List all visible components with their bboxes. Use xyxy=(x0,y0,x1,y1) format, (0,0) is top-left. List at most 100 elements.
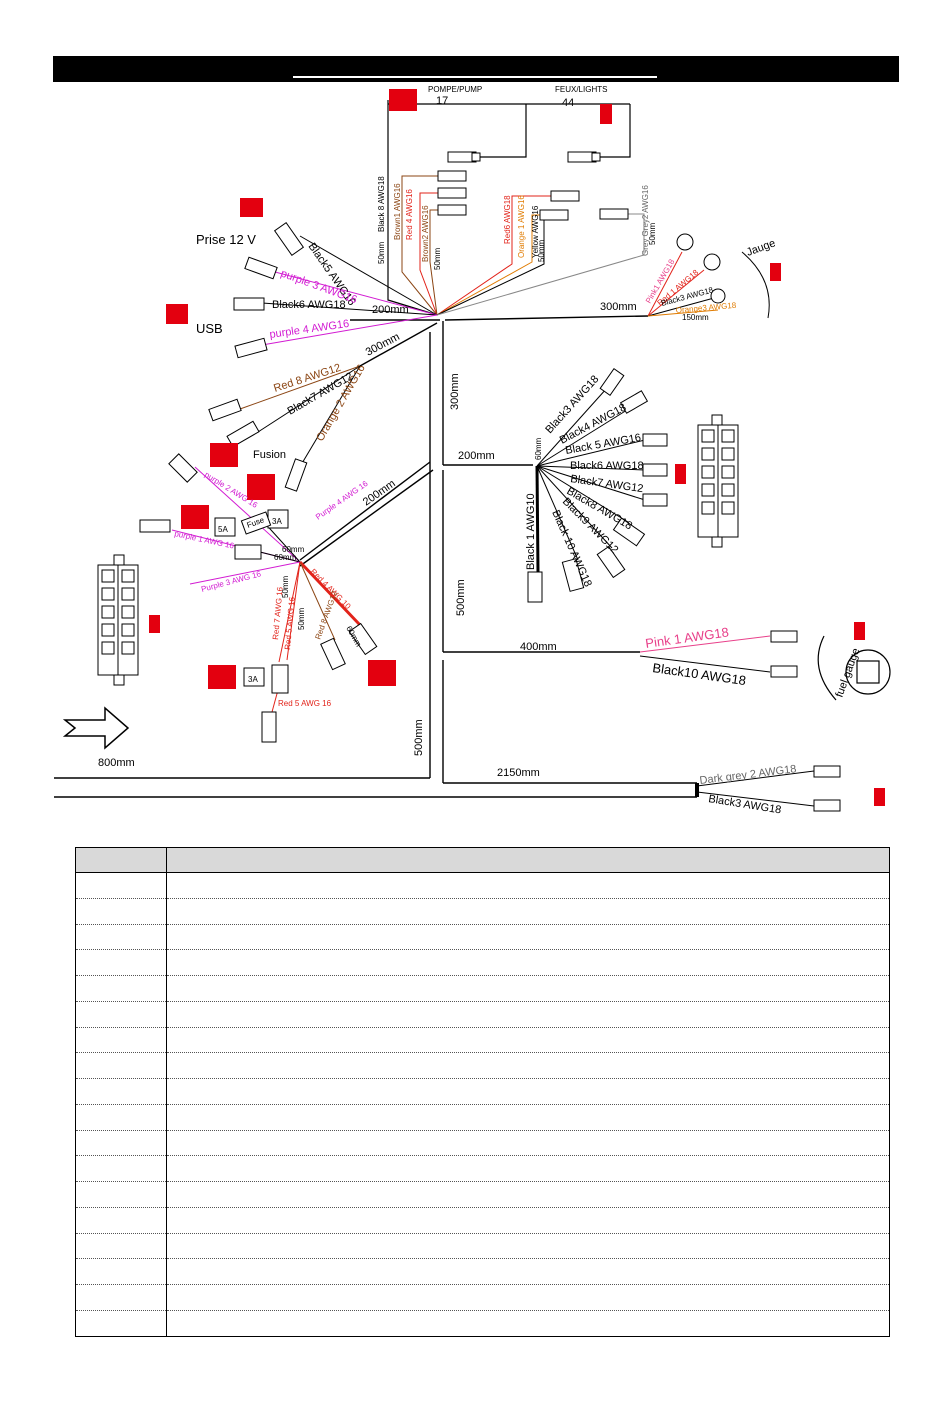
length-300c: 300mm xyxy=(449,373,461,410)
length-50b: 50mm xyxy=(433,247,442,270)
table-cell xyxy=(75,1181,167,1208)
upper-fan-wires xyxy=(259,175,645,346)
length-150: 150mm xyxy=(682,313,709,322)
table-cell xyxy=(166,1155,890,1183)
wire-black1: Black 1 AWG10 xyxy=(525,493,537,570)
table-cell xyxy=(166,1078,890,1105)
right-branches xyxy=(639,635,815,807)
fuses xyxy=(214,509,289,694)
table-cell xyxy=(75,1052,167,1080)
wire-red5b: Red 5 AWG 16 xyxy=(278,699,332,708)
table-cell xyxy=(75,1207,167,1234)
length-50c: 50mm xyxy=(537,239,546,262)
red-markers xyxy=(149,89,885,806)
table-row xyxy=(75,1233,890,1260)
table-row xyxy=(75,1027,890,1054)
table-cell xyxy=(75,1104,167,1131)
table-cell xyxy=(166,975,890,1002)
length-60c: 60mm xyxy=(274,553,297,562)
table-cell xyxy=(166,1207,890,1234)
table-row xyxy=(75,1155,890,1183)
wire-pink-right: Pink 1 AWG18 xyxy=(644,624,729,651)
table-row xyxy=(75,1181,890,1208)
table-header-cell xyxy=(75,847,167,873)
wire-darkgrey: Dark grey 2 AWG18 xyxy=(699,763,797,787)
wire-purple3b: Purple 3 AWG 16 xyxy=(200,569,262,594)
trunk-lines xyxy=(54,315,697,798)
table-cell xyxy=(166,1130,890,1157)
num-17: 17 xyxy=(436,95,448,107)
wire-black10: Black10 AWG18 xyxy=(652,660,747,688)
table-cell xyxy=(166,1233,890,1260)
title-underline xyxy=(293,76,657,78)
pump-light-lines xyxy=(387,100,631,316)
gauge-fan-wires xyxy=(647,251,770,319)
table-row xyxy=(75,975,890,1002)
table-cell xyxy=(166,1027,890,1054)
table-cell xyxy=(75,975,167,1002)
length-2150: 2150mm xyxy=(497,767,540,779)
connectors xyxy=(139,151,841,812)
num-44: 44 xyxy=(562,97,574,109)
table-header-cell xyxy=(166,847,890,873)
table-header-row xyxy=(75,847,890,873)
table-row xyxy=(75,1258,890,1286)
length-60a: 60mm xyxy=(534,437,543,460)
table-cell xyxy=(75,872,167,899)
table-row xyxy=(75,1104,890,1131)
length-300b: 300mm xyxy=(364,331,402,359)
fuse-5a: 5A xyxy=(218,525,228,534)
fuel-gauge-icon xyxy=(817,635,891,701)
length-500b: 500mm xyxy=(413,719,425,756)
table-cell xyxy=(75,1027,167,1054)
arrow-icon xyxy=(62,706,130,750)
table-row xyxy=(75,1284,890,1312)
table-cell xyxy=(166,1310,890,1337)
fuse-block-left xyxy=(97,554,139,686)
length-300a: 300mm xyxy=(600,301,637,313)
jauge-label: Jauge xyxy=(745,237,777,259)
pompe-label: POMPE/PUMP xyxy=(428,85,482,94)
length-400: 400mm xyxy=(520,641,557,653)
length-60b: 60mm xyxy=(282,545,305,554)
length-500a: 500mm xyxy=(455,579,467,616)
fuse-3a: 3A xyxy=(272,517,282,526)
table-row xyxy=(75,1310,890,1337)
table-cell xyxy=(75,1284,167,1312)
usb-label: USB xyxy=(196,321,223,336)
table-cell xyxy=(166,1052,890,1080)
table-row xyxy=(75,1052,890,1080)
wire-red7: Red 7 AWG 16 xyxy=(271,586,285,640)
wire-red6: Red6 AWG18 xyxy=(503,195,512,244)
table-cell xyxy=(75,898,167,925)
fusion-label: Fusion xyxy=(253,449,286,461)
table-cell xyxy=(75,1310,167,1337)
table-row xyxy=(75,1130,890,1157)
fuse-3a-lower: 3A xyxy=(248,675,258,684)
table-cell xyxy=(75,1155,167,1183)
wire-red4-top: Red 4 AWG16 xyxy=(405,189,414,240)
table-row xyxy=(75,1078,890,1105)
wire-brown1: Brown1 AWG16 xyxy=(393,183,402,240)
wire-greygrey2: Grey Grey2 AWG16 xyxy=(641,185,650,256)
fuse-block-right xyxy=(697,414,739,548)
wire-brown2: Brown2 AWG16 xyxy=(421,205,430,262)
table-cell xyxy=(75,1078,167,1105)
wire-black8: Black 8 AWG18 xyxy=(377,176,386,232)
wire-b6: Black6 AWG18 xyxy=(570,460,644,472)
length-50e: 50mm xyxy=(281,575,290,598)
length-50a: 50mm xyxy=(377,241,386,264)
wire-black6: Black6 AWG18 xyxy=(272,299,346,311)
table-cell xyxy=(166,898,890,925)
table-cell xyxy=(75,1001,167,1028)
lower-left-star-wires xyxy=(171,466,362,713)
table-row xyxy=(75,872,890,899)
length-50d: 50mm xyxy=(648,222,657,245)
wire-red5: Red 5 AWG 16 xyxy=(283,596,297,650)
table-cell xyxy=(166,924,890,951)
table-row xyxy=(75,924,890,951)
feux-label: FEUX/LIGHTS xyxy=(555,85,607,94)
table-body xyxy=(75,872,890,1337)
wire-red8b: Red 8 AWG12 xyxy=(313,589,339,640)
table-cell xyxy=(166,1284,890,1312)
